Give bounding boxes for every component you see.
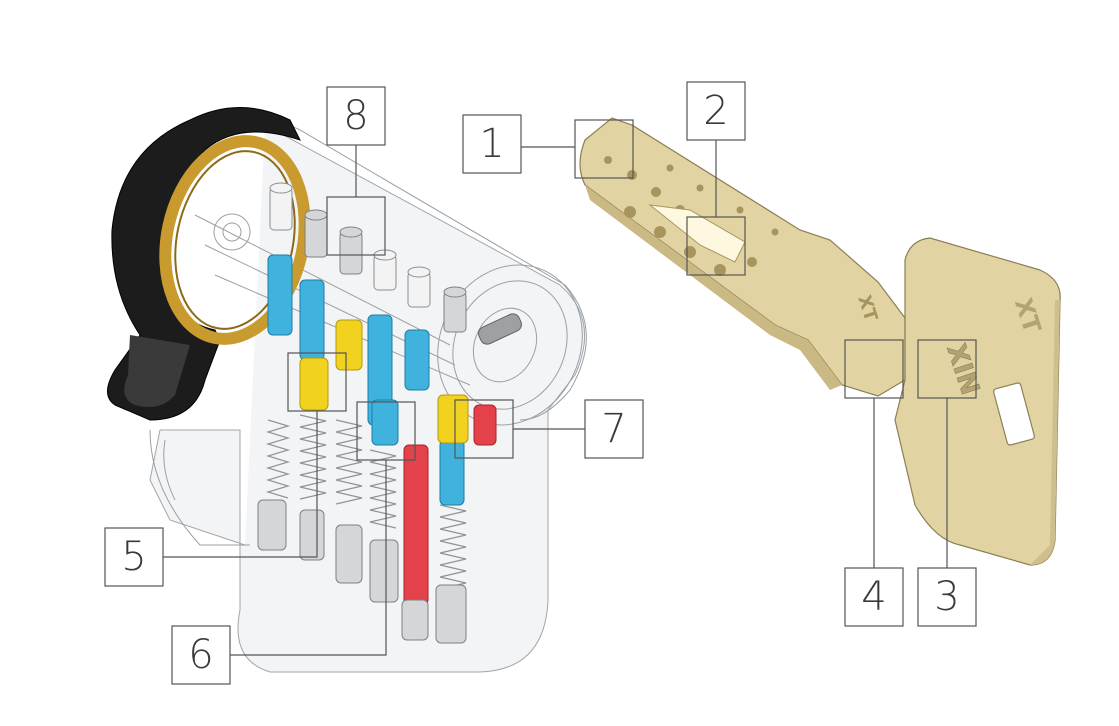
key-blade (579, 117, 906, 397)
callout-label-7: 7 (601, 406, 626, 452)
callout-7: 7 (584, 399, 644, 459)
leader-lines (163, 140, 948, 656)
key-head (894, 237, 1061, 566)
blue-key-pins (267, 254, 465, 506)
highlight-box-1 (574, 119, 634, 179)
lower-grey-pins (257, 499, 467, 644)
upper-driver-pins (269, 182, 467, 333)
springs (265, 414, 467, 590)
callout-label-6: 6 (188, 632, 213, 678)
callout-5: 5 (104, 527, 164, 587)
lock-cylinder (107, 107, 587, 673)
callout-6: 6 (171, 625, 231, 685)
brass-ring (159, 135, 311, 345)
cylinder-housing (149, 124, 586, 673)
callout-8: 8 (326, 86, 386, 146)
callout-label-4: 4 (861, 574, 886, 620)
callout-4: 4 (844, 567, 904, 627)
callout-label-8: 8 (343, 93, 368, 139)
callout-label-1: 1 (479, 121, 504, 167)
yellow-pins (299, 319, 469, 444)
callout-3: 3 (917, 567, 977, 627)
callout-2: 2 (686, 81, 746, 141)
key: XIN XT XT (579, 117, 1061, 566)
red-pins (403, 404, 497, 606)
key-head-hole (993, 382, 1035, 446)
callout-label-2: 2 (703, 88, 728, 134)
callout-1: 1 (462, 114, 522, 174)
callout-label-3: 3 (934, 574, 959, 620)
callout-label-5: 5 (121, 534, 146, 580)
